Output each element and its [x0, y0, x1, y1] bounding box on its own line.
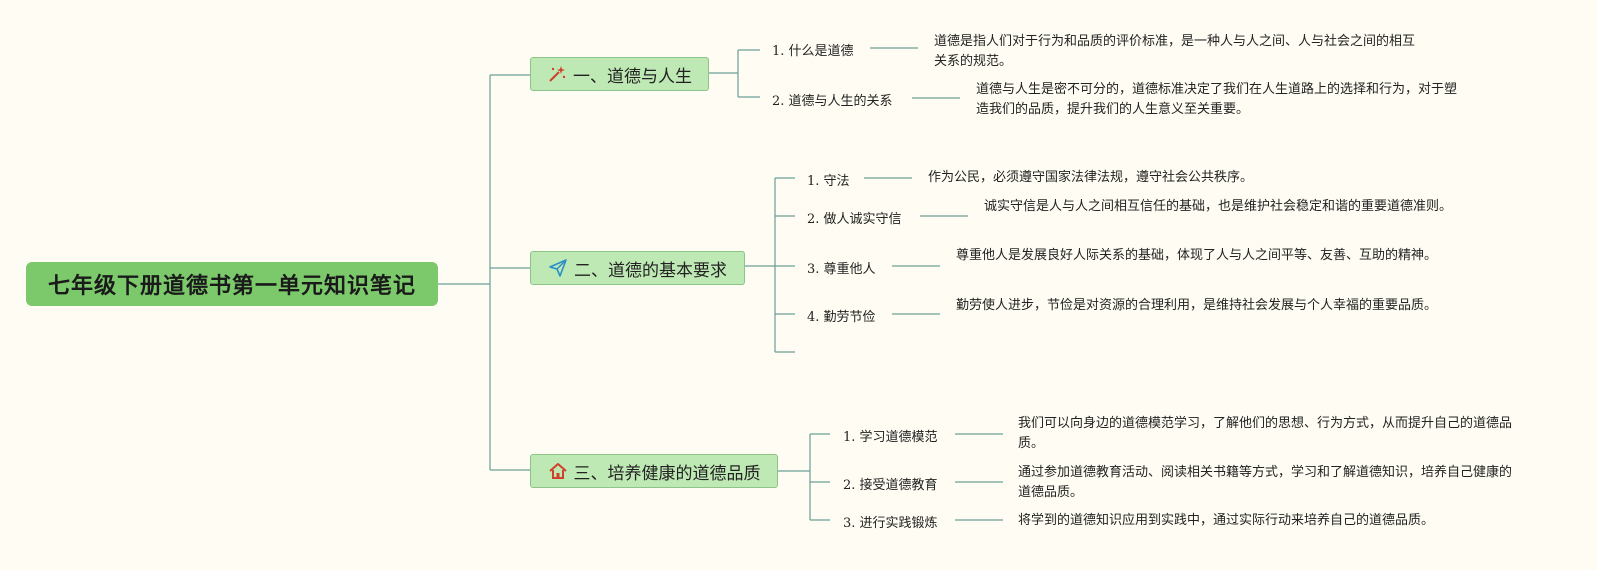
root-topic[interactable]: 七年级下册道德书第一单元知识笔记 — [26, 262, 438, 306]
branch-basic-requirements[interactable]: 二、道德的基本要求 — [530, 251, 745, 285]
leaf-detail: 道德是指人们对于行为和品质的评价标准，是一种人与人之间、人与社会之间的相互关系的… — [934, 34, 1416, 69]
branch-title: 三、培养健康的道德品质 — [573, 463, 761, 484]
branch-morality-and-life[interactable]: 一、道德与人生 — [530, 57, 709, 91]
leaf-detail: 将学到的道德知识应用到实践中，通过实际行动来培养自己的道德品质。 — [1018, 513, 1435, 528]
branch-title: 二、道德的基本要求 — [574, 260, 727, 281]
leaf-detail: 诚实守信是人与人之间相互信任的基础，也是维护社会稳定和谐的重要道德准则。 — [984, 199, 1453, 214]
leaf-detail: 通过参加道德教育活动、阅读相关书籍等方式，学习和了解道德知识，培养自己健康的道德… — [1018, 465, 1513, 500]
branch-title: 一、道德与人生 — [573, 66, 692, 87]
leaf-label[interactable]: 2. 道德与人生的关系 — [772, 94, 893, 109]
leaf-label[interactable]: 2. 做人诚实守信 — [807, 212, 902, 227]
home-icon — [548, 461, 568, 481]
paper-plane-icon — [548, 258, 568, 278]
root-title: 七年级下册道德书第一单元知识笔记 — [47, 274, 416, 299]
leaf-detail: 尊重他人是发展良好人际关系的基础，体现了人与人之间平等、友善、互助的精神。 — [956, 248, 1438, 263]
magic-wand-icon — [547, 64, 567, 84]
leaf-label[interactable]: 3. 尊重他人 — [807, 262, 876, 277]
leaf-detail: 我们可以向身边的道德模范学习，了解他们的思想、行为方式，从而提升自己的道德品质。 — [1018, 416, 1513, 451]
leaf-label[interactable]: 1. 守法 — [807, 174, 850, 189]
branch-healthy-character[interactable]: 三、培养健康的道德品质 — [530, 454, 778, 488]
leaf-detail: 道德与人生是密不可分的，道德标准决定了我们在人生道路上的选择和行为，对于塑造我们… — [976, 82, 1458, 117]
leaf-label[interactable]: 3. 进行实践锻炼 — [843, 516, 938, 531]
leaf-detail: 作为公民，必须遵守国家法律法规，遵守社会公共秩序。 — [928, 170, 1254, 185]
leaf-label[interactable]: 1. 学习道德模范 — [843, 430, 938, 445]
leaf-label[interactable]: 1. 什么是道德 — [772, 44, 854, 59]
leaf-label[interactable]: 4. 勤劳节俭 — [807, 310, 876, 325]
leaf-label[interactable]: 2. 接受道德教育 — [843, 478, 938, 493]
leaf-detail: 勤劳使人进步，节俭是对资源的合理利用，是维持社会发展与个人幸福的重要品质。 — [956, 298, 1438, 313]
